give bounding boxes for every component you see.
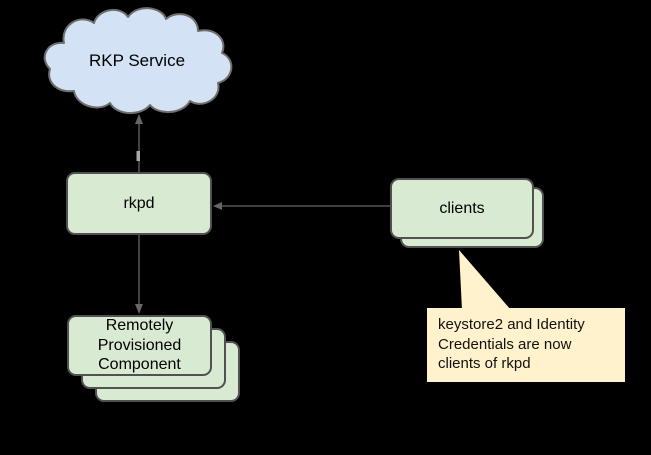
cloud-shape (43, 7, 233, 114)
callout-text-line-2: Credentials are now (438, 335, 572, 353)
arrowhead-up-icon (135, 114, 143, 124)
rkpd-label: rkpd (123, 194, 155, 212)
rpc-box: Remotely Provisioned Component (67, 315, 212, 376)
connector-midpoint-tick (136, 151, 140, 161)
arrowhead-left-icon (213, 202, 222, 210)
callout-tail (459, 250, 511, 310)
clients-box: clients (390, 178, 534, 239)
clients-label: clients (439, 199, 485, 217)
rpc-label: Remotely Provisioned Component (98, 316, 182, 375)
rkp-service-cloud (43, 7, 233, 114)
arrowhead-down-icon (135, 304, 143, 314)
callout-bubble: keystore2 and Identity Credentials are n… (427, 308, 625, 382)
cloud-label: RKP Service (88, 51, 186, 70)
rpc-label-line-2: Provisioned (97, 336, 182, 354)
callout-text-line-1: keystore2 and Identity (438, 316, 585, 333)
rpc-label-line-3: Component (98, 356, 181, 374)
rpc-label-line-1: Remotely (105, 317, 174, 335)
rkpd-box: rkpd (66, 172, 212, 235)
callout-text-line-3: clients of rkpd (438, 355, 531, 372)
